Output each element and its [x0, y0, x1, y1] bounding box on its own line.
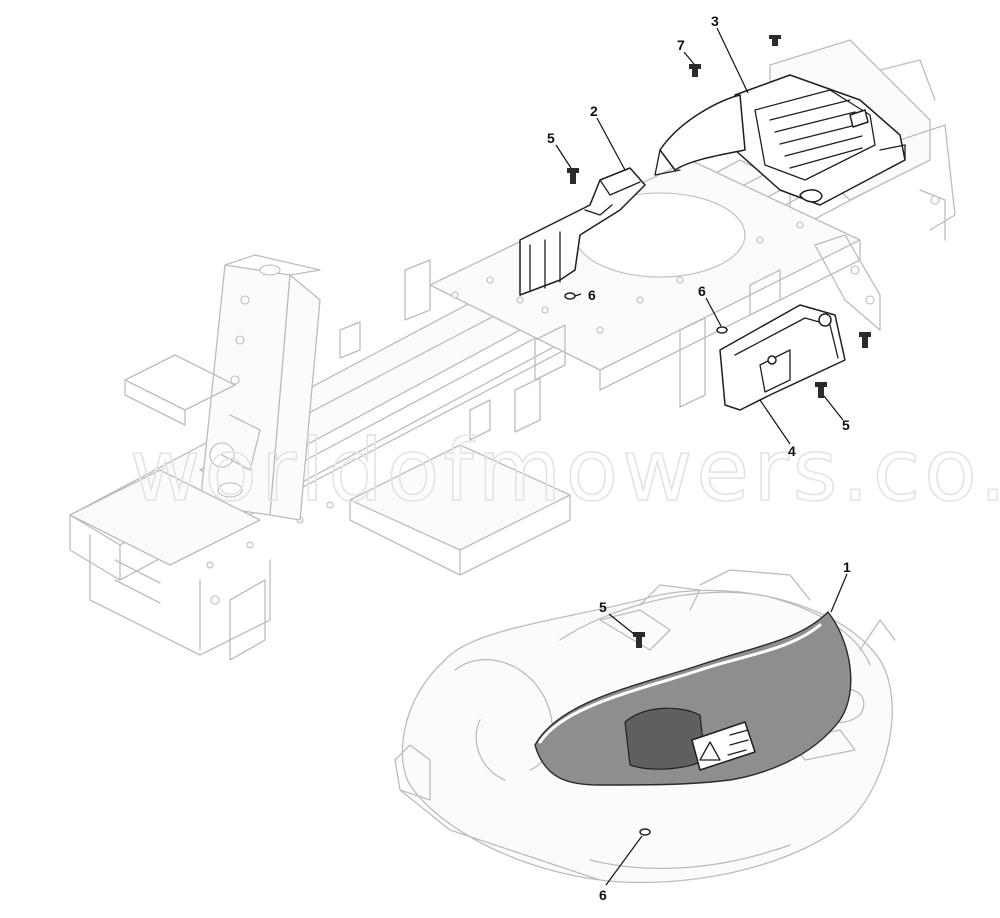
screw-5-a — [567, 168, 579, 184]
callout-6-guard-washer: 6 — [698, 283, 706, 299]
front-axle — [69, 469, 271, 661]
callout-5-duct-screw: 5 — [547, 130, 555, 146]
callout-6-frame-washer: 6 — [588, 287, 596, 303]
screw-5-c — [633, 632, 645, 648]
callout-4: 4 — [788, 443, 796, 459]
callout-7: 7 — [677, 37, 685, 53]
bolt-top-right — [769, 35, 781, 46]
part-3-rear-tray — [654, 74, 906, 206]
part-1-deck-cover — [534, 611, 852, 786]
callouts: 1 2 3 4 5 5 5 6 6 6 7 — [547, 13, 851, 903]
callout-5-deck-screw: 5 — [599, 599, 607, 615]
callout-1: 1 — [843, 559, 851, 575]
washer-6-b — [716, 326, 728, 334]
callout-3: 3 — [711, 13, 719, 29]
bolt-7 — [689, 64, 701, 77]
callout-5-guard-screw: 5 — [842, 417, 850, 433]
leader-lines — [555, 27, 848, 886]
part-4-belt-guard — [719, 304, 846, 411]
part-2-side-duct — [519, 167, 646, 296]
washer-6-a — [564, 292, 576, 300]
screw-right-of-guard — [859, 332, 871, 348]
front-tower — [199, 254, 321, 521]
callout-6-deck-washer: 6 — [599, 887, 607, 903]
callout-2: 2 — [590, 103, 598, 119]
washer-6-c — [639, 828, 651, 836]
screw-5-b — [815, 382, 827, 398]
watermark: worldofmowers.co.uk — [130, 421, 1000, 521]
